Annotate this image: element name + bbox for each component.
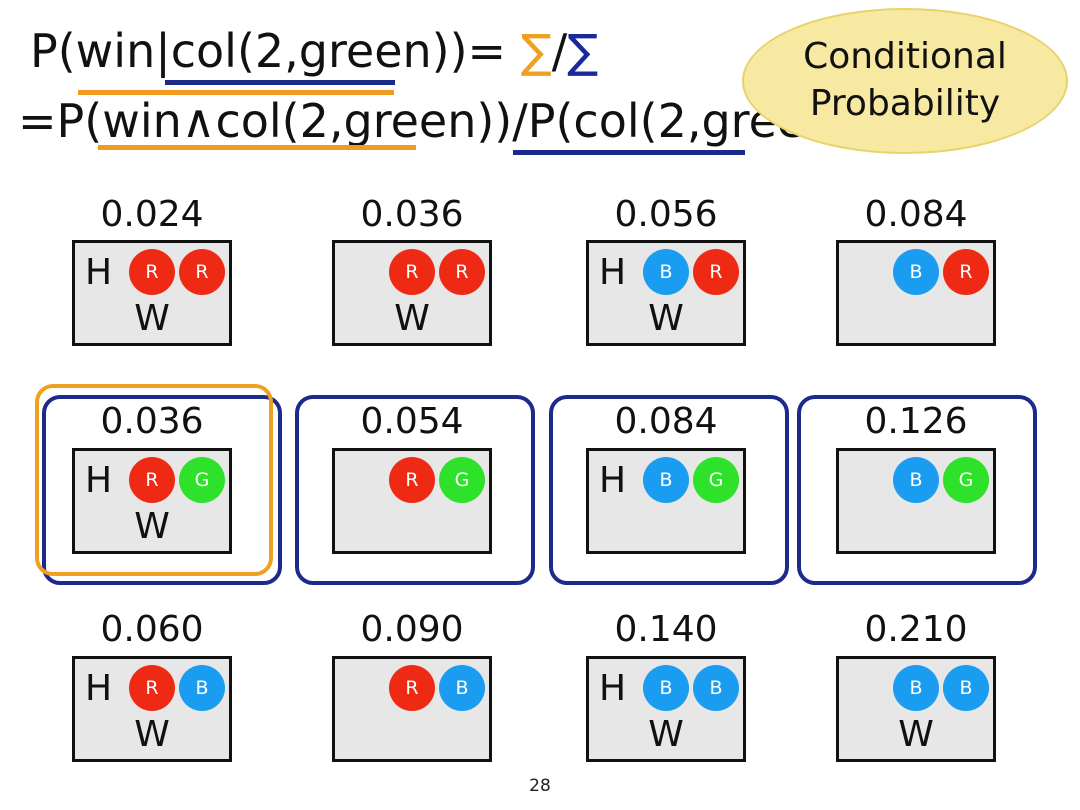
ball-b: B	[893, 249, 939, 295]
underline-win-given-col-orange	[78, 90, 394, 95]
cell-probability: 0.210	[864, 609, 968, 650]
cell-w-label: W	[898, 714, 934, 755]
cell-w-label: W	[134, 298, 170, 339]
cell-w-label: W	[648, 298, 684, 339]
cell-probability: 0.056	[614, 194, 718, 235]
underline-col-green-navy-1	[165, 80, 395, 85]
cell-probability: 0.054	[360, 401, 464, 442]
ball-g: G	[179, 457, 225, 503]
ball-b: B	[693, 665, 739, 711]
cell-probability: 0.140	[614, 609, 718, 650]
ball-r: R	[389, 665, 435, 711]
conditional-probability-bubble: Conditional Probability	[742, 8, 1068, 154]
ball-r: R	[129, 249, 175, 295]
formula-slash: /	[551, 24, 568, 78]
highlight-col-green-cell-1	[42, 395, 282, 585]
cell-probability: 0.024	[100, 194, 204, 235]
ball-r: R	[179, 249, 225, 295]
bubble-line-1: Conditional	[803, 36, 1007, 78]
ball-r: R	[693, 249, 739, 295]
sigma-denominator: ∑	[567, 24, 599, 78]
ball-g: G	[943, 457, 989, 503]
ball-g: G	[439, 457, 485, 503]
ball-r: R	[129, 665, 175, 711]
cell-w-label: W	[134, 506, 170, 547]
cell-w-label: W	[394, 298, 430, 339]
cell-h-label: H	[599, 668, 627, 709]
cell-probability: 0.084	[614, 401, 718, 442]
ball-r: R	[439, 249, 485, 295]
ball-b: B	[943, 665, 989, 711]
highlight-win-and-col-green	[35, 384, 273, 576]
formula-conditional: P(win|col(2,green))=	[30, 24, 521, 78]
cell-probability: 0.126	[864, 401, 968, 442]
cell-probability: 0.090	[360, 609, 464, 650]
highlight-col-green-cell-4	[797, 395, 1037, 585]
ball-r: R	[389, 249, 435, 295]
ball-b: B	[893, 665, 939, 711]
cell-h-label: H	[85, 668, 113, 709]
cell-h-label: H	[599, 252, 627, 293]
cell-w-label: W	[134, 714, 170, 755]
highlight-col-green-cell-2	[295, 395, 535, 585]
cell-h-label: H	[85, 460, 113, 501]
page-number: 28	[529, 776, 551, 796]
ball-r: R	[943, 249, 989, 295]
formula-line-2: =P(win∧col(2,green))/P(col(2,green))	[18, 94, 871, 148]
ball-b: B	[893, 457, 939, 503]
ball-b: B	[643, 665, 689, 711]
cell-probability: 0.084	[864, 194, 968, 235]
cell-probability: 0.036	[360, 194, 464, 235]
ball-b: B	[439, 665, 485, 711]
sigma-numerator: ∑	[520, 24, 552, 78]
cell-probability: 0.036	[100, 401, 204, 442]
ball-b: B	[643, 249, 689, 295]
ball-b: B	[179, 665, 225, 711]
ball-b: B	[643, 457, 689, 503]
cell-probability: 0.060	[100, 609, 204, 650]
cell-h-label: H	[599, 460, 627, 501]
formula-line-1: P(win|col(2,green))= ∑/∑	[30, 28, 598, 74]
bubble-line-2: Probability	[809, 83, 1001, 124]
cell-h-label: H	[85, 252, 113, 293]
highlight-col-green-cell-3	[549, 395, 789, 585]
underline-col-green-navy-2	[513, 150, 745, 155]
ball-r: R	[389, 457, 435, 503]
cell-w-label: W	[648, 714, 684, 755]
ball-g: G	[693, 457, 739, 503]
underline-win-and-col-orange	[98, 145, 416, 150]
ball-r: R	[129, 457, 175, 503]
